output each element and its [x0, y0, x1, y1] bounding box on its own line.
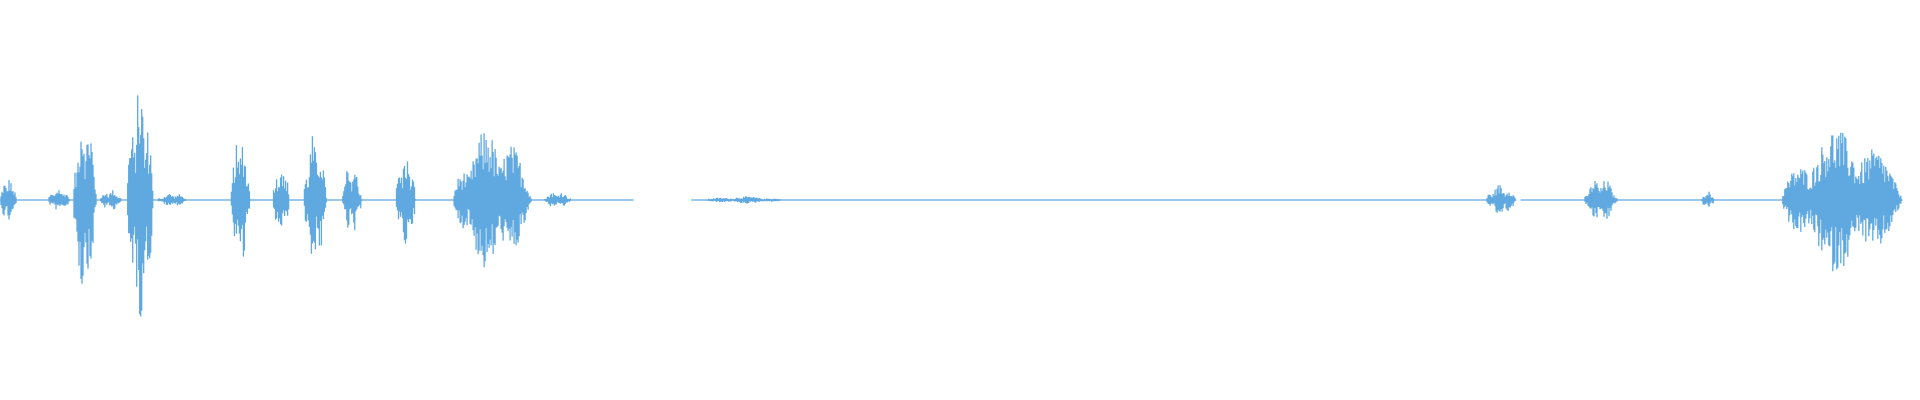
waveform-burst: [127, 95, 154, 317]
waveform-burst: [1584, 181, 1618, 219]
waveform-burst: [303, 136, 328, 254]
waveform-burst: [0, 180, 17, 220]
waveform-burst: [272, 174, 290, 226]
waveform-burst: [395, 161, 417, 244]
waveform-burst: [48, 190, 70, 210]
waveform-burst: [1782, 132, 1903, 272]
waveform-burst: [73, 141, 97, 284]
waveform-samples: [0, 95, 1903, 317]
waveform-burst: [342, 171, 363, 231]
waveform-burst: [230, 145, 252, 257]
waveform-burst: [543, 193, 573, 207]
waveform-burst: [100, 190, 122, 210]
waveform-burst: [1486, 185, 1517, 213]
waveform-burst: [157, 194, 189, 206]
waveform-burst: [703, 196, 785, 204]
waveform-burst: [1701, 191, 1715, 207]
waveform-burst: [453, 133, 532, 268]
